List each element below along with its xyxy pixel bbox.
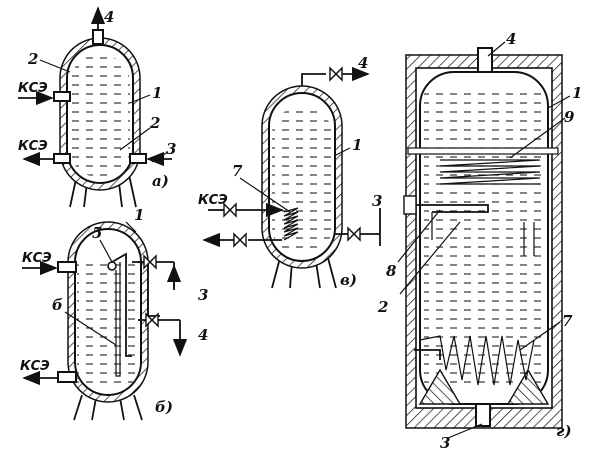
label-g-2: 2 <box>377 298 388 316</box>
fig-a-caption: а) <box>152 172 169 190</box>
label-a-kse-out: КСЭ <box>18 139 48 154</box>
label-a-4: 4 <box>104 8 114 26</box>
label-b-5: 5 <box>92 224 102 242</box>
label-a-1: 1 <box>152 84 162 102</box>
label-v-kse: КСЭ <box>198 193 228 208</box>
label-a-2-top: 2 <box>27 50 38 68</box>
label-b-kse-in: КСЭ <box>22 251 52 266</box>
fig-v-caption: в) <box>340 271 357 289</box>
label-g-8: 8 <box>386 262 397 280</box>
figure-b <box>22 221 188 421</box>
label-a-kse-in: КСЭ <box>18 81 48 96</box>
fig-g-caption: г) <box>556 422 572 440</box>
label-v-1: 1 <box>352 136 362 154</box>
figure-v <box>202 66 381 289</box>
fig-b-caption: б) <box>155 398 173 416</box>
label-g-9: 9 <box>564 108 575 126</box>
label-b-kse-out: КСЭ <box>20 359 50 374</box>
label-v-4: 4 <box>358 54 368 72</box>
label-a-2: 2 <box>149 114 160 132</box>
label-b-6: б <box>52 296 63 314</box>
label-a-3: 3 <box>166 140 176 158</box>
label-v-7: 7 <box>232 162 243 180</box>
valve-b-4 <box>138 312 188 357</box>
label-g-3: 3 <box>440 434 450 452</box>
label-b-4: 4 <box>198 326 208 344</box>
label-g-7: 7 <box>562 312 573 330</box>
label-g-4: 4 <box>506 30 516 48</box>
figure-g <box>397 41 571 439</box>
label-v-3: 3 <box>372 192 382 210</box>
figure-a <box>18 6 172 208</box>
valve-b-3 <box>138 254 182 290</box>
label-b-3: 3 <box>198 286 208 304</box>
label-g-1: 1 <box>572 84 582 102</box>
label-b-1: 1 <box>134 206 144 224</box>
